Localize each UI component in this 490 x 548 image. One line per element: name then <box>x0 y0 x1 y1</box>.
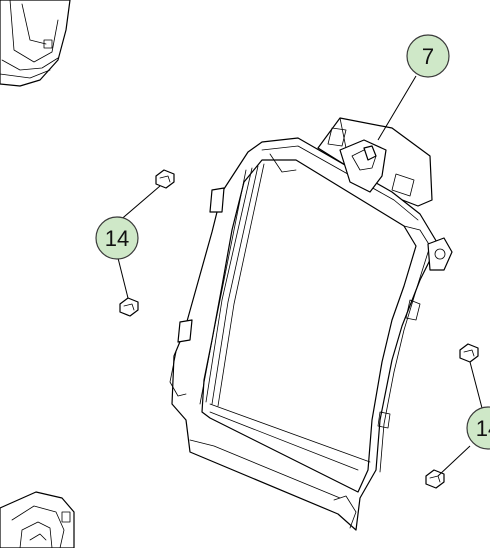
callout-14-left-circle <box>95 216 139 260</box>
callout-14-right-circle <box>466 406 490 450</box>
fastener-right-top <box>459 343 479 363</box>
leader-14-right-bottom <box>437 445 471 477</box>
callout-14-right-label: 14 <box>476 416 490 441</box>
partial-part-top-left <box>0 0 71 87</box>
partial-part-bottom-left <box>0 491 75 548</box>
leader-14-left-top <box>117 185 161 223</box>
leader-lines <box>117 75 483 477</box>
leader-14-left-bottom <box>117 257 129 299</box>
callout-14-left-label: 14 <box>105 226 129 251</box>
leader-7 <box>377 75 417 141</box>
callout-14-left: 14 <box>95 216 139 260</box>
fastener-left-top <box>155 169 175 189</box>
leader-14-right-top <box>469 361 483 409</box>
callout-14-right: 14 <box>466 406 490 450</box>
callout-7-circle <box>406 34 450 78</box>
callout-7-label: 7 <box>422 44 434 69</box>
top-connector <box>339 139 387 193</box>
module-housing <box>169 117 453 531</box>
callout-7: 7 <box>406 34 450 78</box>
fastener-left-bottom <box>119 297 139 317</box>
